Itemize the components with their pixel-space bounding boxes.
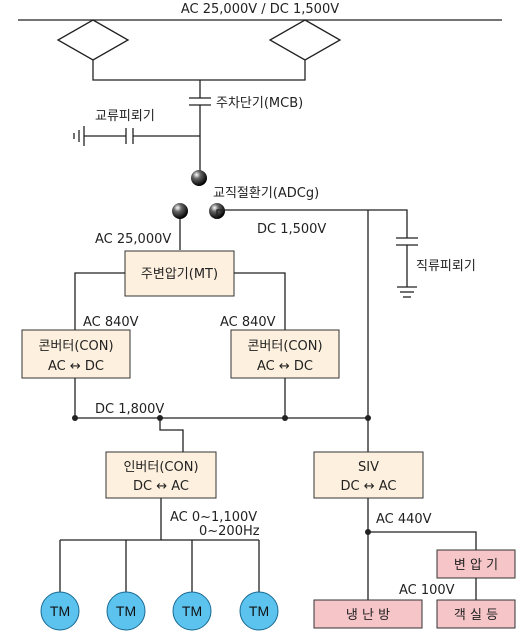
dc-branch-line <box>216 209 408 238</box>
junction-dot <box>72 415 78 421</box>
inverter-output-voltage: AC 0~1,100V <box>170 510 257 525</box>
inverter-function: DC ↔ AC <box>133 479 189 494</box>
dc-bus-label: DC 1,800V <box>95 402 164 417</box>
cabin-light-box <box>436 599 516 629</box>
hvac-box <box>313 599 423 629</box>
aux-transformer-box <box>436 549 516 579</box>
junction-dot <box>365 415 371 421</box>
inverter-output-frequency: 0~200Hz <box>199 524 260 539</box>
converter-left-name: 콘버터(CON) <box>38 339 113 354</box>
mt-secondary-left <box>74 272 125 330</box>
main-transformer-box <box>124 250 235 297</box>
converter-left-voltage: AC 840V <box>83 315 139 330</box>
traction-motor-label: TM <box>116 603 136 619</box>
traction-motor <box>40 591 80 631</box>
changeover-contact-top <box>191 170 207 186</box>
dc-1500-label: DC 1,500V <box>257 222 326 237</box>
converter-left-function: AC ↔ DC <box>48 359 104 374</box>
converter-right-function: AC ↔ DC <box>257 359 313 374</box>
siv-box <box>313 451 424 499</box>
junction-dot <box>365 529 371 535</box>
supply-label: AC 25,000V / DC 1,500V <box>181 2 339 17</box>
traction-motor-label: TM <box>249 603 269 619</box>
mt-secondary-right <box>234 272 286 330</box>
converter-left-box <box>21 329 131 379</box>
ac-100v-label: AC 100V <box>399 583 455 598</box>
changeover-label: 교직절환기(ADCg) <box>213 186 319 201</box>
junction-dot <box>157 415 163 421</box>
siv-name: SIV <box>358 460 379 475</box>
traction-motor <box>239 591 279 631</box>
dc-arrester-label: 직류피뢰기 <box>416 259 476 274</box>
pantograph-right <box>268 19 342 61</box>
traction-motor-label: TM <box>182 603 202 619</box>
siv-function: DC ↔ AC <box>341 479 397 494</box>
hvac-label: 냉 난 방 <box>346 608 390 623</box>
pantograph-bus <box>92 60 306 81</box>
changeover-contact-left <box>172 203 188 219</box>
inverter-box <box>105 451 217 499</box>
traction-motor <box>106 591 146 631</box>
main-breaker-label: 주차단기(MCB) <box>216 96 303 111</box>
dc-bus-to-inverter <box>159 418 184 452</box>
pantograph-left <box>56 19 130 61</box>
ac-25kv-label: AC 25,000V <box>95 232 171 247</box>
cabin-light-label: 객 실 등 <box>454 608 498 623</box>
main-transformer-label: 주변압기(MT) <box>141 267 218 282</box>
traction-motor <box>172 591 212 631</box>
junction-dot <box>282 415 288 421</box>
ac440-to-transformer <box>368 531 477 550</box>
ac-arrester-label: 교류피뢰기 <box>95 109 155 124</box>
aux-transformer-label: 변 압 기 <box>454 558 498 573</box>
inverter-name: 인버터(CON) <box>123 460 198 475</box>
converter-right-box <box>230 329 340 379</box>
converter-right-voltage: AC 840V <box>220 315 276 330</box>
traction-motor-label: TM <box>50 603 70 619</box>
converter-right-name: 콘버터(CON) <box>247 339 322 354</box>
siv-output-voltage: AC 440V <box>376 512 432 527</box>
